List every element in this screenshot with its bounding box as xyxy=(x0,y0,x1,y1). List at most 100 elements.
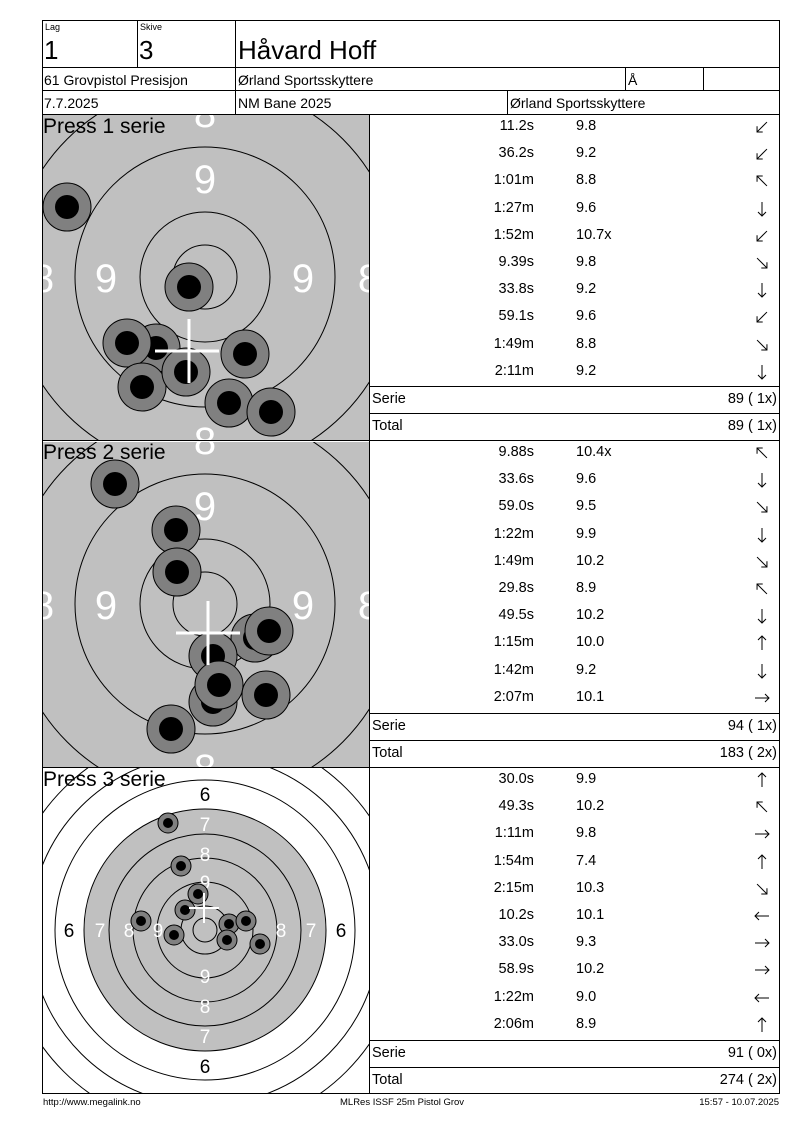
shot-time: 9.39s xyxy=(498,254,534,270)
date: 7.7.2025 xyxy=(44,95,99,111)
sum-line xyxy=(370,713,780,714)
shot-hole xyxy=(204,378,254,428)
shot-time: 49.5s xyxy=(498,607,534,624)
serie-label: Serie xyxy=(372,718,406,734)
event-name: NM Bane 2025 xyxy=(238,95,332,111)
direction-arrow-icon xyxy=(756,801,768,813)
ring-label: 6 xyxy=(336,921,347,942)
shot-hole xyxy=(152,547,202,597)
direction-arrow-icon xyxy=(756,121,768,133)
hdr-line-1 xyxy=(42,67,780,68)
ring-label: 8 xyxy=(43,257,54,301)
shot-score: 9.9 xyxy=(576,525,597,542)
lag-label: Lag xyxy=(45,22,61,32)
hdr-vline-2 xyxy=(235,20,236,114)
hdr-line-3 xyxy=(42,114,780,115)
ring-label: 8 xyxy=(194,115,216,136)
frame-bottom xyxy=(42,1093,780,1094)
footer-url[interactable]: http://www.megalink.no xyxy=(43,1097,141,1108)
total-value: 89 ( 1x) xyxy=(727,418,777,434)
direction-arrow-icon xyxy=(756,883,768,895)
class-name: 61 Grovpistol Presisjon xyxy=(44,72,188,88)
serie-row-3: Serie 91 ( 0x) xyxy=(370,1041,780,1067)
direction-arrow-icon xyxy=(757,609,767,624)
footer-timestamp: 15:57 - 10.07.2025 xyxy=(699,1097,779,1108)
shot-hole xyxy=(174,899,196,921)
target-3: 6 7 8 9 9 8 7 6 6 7 8 9 8 7 6 xyxy=(43,768,369,1093)
ring-label: 8 xyxy=(200,845,211,866)
shot-score: 8.9 xyxy=(576,580,597,596)
sum-line xyxy=(370,413,780,414)
serie-row-1: Serie 89 ( 1x) xyxy=(370,387,780,413)
total-value: 274 ( 2x) xyxy=(719,1072,777,1088)
shot-score: 9.8 xyxy=(576,825,597,842)
hdr-vline-4 xyxy=(703,67,704,90)
ring-label: 8 xyxy=(194,747,216,767)
direction-arrow-icon xyxy=(757,1017,767,1032)
lag-value: 1 xyxy=(44,35,59,65)
serie-label: Serie xyxy=(372,1045,406,1061)
direction-arrow-icon xyxy=(756,447,768,459)
direction-arrow-icon xyxy=(757,473,767,488)
shot-score: 9.3 xyxy=(576,934,597,951)
total-label: Total xyxy=(372,745,403,761)
footer-software: MLRes ISSF 25m Pistol Grov xyxy=(340,1097,465,1108)
shot-time: 11.2s xyxy=(499,118,534,134)
direction-arrow-icon xyxy=(757,527,767,543)
shot-time: 1:01m xyxy=(493,172,534,189)
direction-arrow-icon xyxy=(757,635,767,651)
shots-2 xyxy=(90,459,294,754)
direction-arrow-icon xyxy=(757,853,767,869)
direction-arrow-icon xyxy=(757,283,767,298)
direction-arrow-icon xyxy=(757,201,767,217)
ring-label: 9 xyxy=(95,584,117,628)
shot-hole xyxy=(246,387,296,437)
shot-time: 29.8s xyxy=(498,580,534,596)
ring-label: 9 xyxy=(200,873,211,894)
target-table-divider xyxy=(369,114,370,1094)
shot-score: 8.8 xyxy=(576,335,597,352)
frame-left xyxy=(42,20,43,1094)
shot-time: 36.2s xyxy=(498,145,534,162)
ring-label: 7 xyxy=(200,815,211,836)
target-1: 9 9 9 8 8 8 8 xyxy=(43,115,369,440)
hdr-line-2 xyxy=(42,90,780,91)
shot-time: 2:06m xyxy=(493,1015,534,1032)
shot-score: 10.2 xyxy=(576,798,605,815)
total-label: Total xyxy=(372,418,403,434)
frame-right xyxy=(779,20,780,1094)
skive-value: 3 xyxy=(139,35,154,65)
direction-arrow-icon xyxy=(756,257,768,269)
ring-label: 8 xyxy=(194,442,216,463)
shot-row: 29.8s 8.9 xyxy=(370,576,780,603)
direction-arrow-icon xyxy=(756,175,768,187)
shot-time: 33.0s xyxy=(498,934,534,951)
shot-score: 10.0 xyxy=(576,634,605,651)
shot-score: 9.6 xyxy=(576,199,597,216)
shots-1 xyxy=(43,182,296,437)
ring-label: 8 xyxy=(276,921,287,942)
shot-score: 7.4 xyxy=(576,852,597,869)
direction-arrow-icon xyxy=(755,693,770,703)
direction-arrow-icon xyxy=(756,583,768,595)
club-name: Ørland Sportsskyttere xyxy=(238,72,374,88)
serie-value: 91 ( 0x) xyxy=(727,1045,777,1061)
shot-hole xyxy=(117,362,167,412)
